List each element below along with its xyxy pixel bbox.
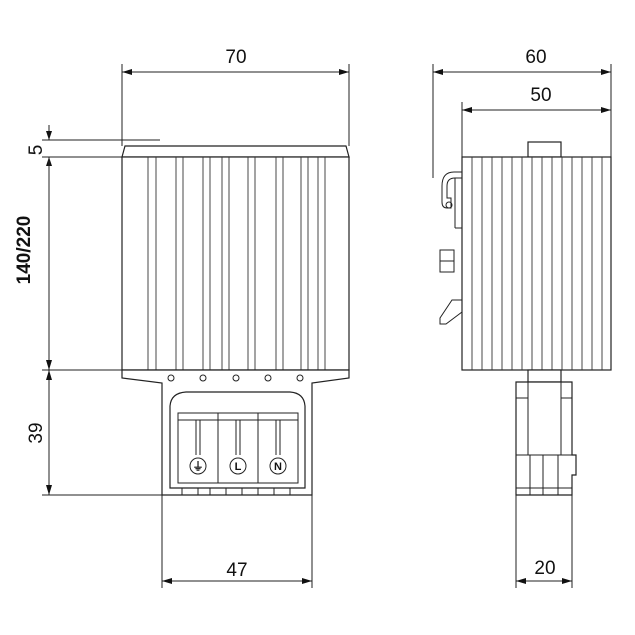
side-terminal-block bbox=[515, 369, 577, 496]
front-heatsink-body bbox=[121, 156, 350, 371]
dim-front-height: 140/220 bbox=[14, 216, 35, 285]
side-top-knob bbox=[527, 141, 562, 158]
front-terminal-block bbox=[169, 391, 306, 489]
dim-front-terminal-width: 47 bbox=[226, 560, 247, 581]
front-vent-holes bbox=[167, 374, 304, 382]
side-heatsink-body bbox=[461, 156, 612, 371]
front-terminal-housing bbox=[177, 412, 299, 484]
dim-front-width: 70 bbox=[225, 47, 246, 68]
front-fins bbox=[147, 157, 326, 370]
terminal-line-label: L bbox=[235, 461, 242, 473]
terminal-neutral-label: N bbox=[274, 461, 282, 473]
din-rail-clip bbox=[439, 171, 463, 325]
dim-front-terminal-height: 39 bbox=[26, 422, 47, 443]
front-top-cap bbox=[121, 145, 350, 158]
dim-side-total-width: 60 bbox=[525, 47, 546, 68]
dim-side-body-width: 50 bbox=[530, 85, 551, 106]
side-dimensions: 60 50 20 bbox=[432, 47, 612, 588]
dim-side-terminal-width: 20 bbox=[534, 558, 555, 579]
terminal-line: L bbox=[229, 457, 247, 475]
dim-front-top-gap: 5 bbox=[26, 145, 47, 156]
terminal-ground: ⏚ bbox=[189, 457, 207, 475]
front-dimensions: 70 5 140/220 39 47 bbox=[14, 47, 350, 588]
terminal-neutral: N bbox=[269, 457, 287, 475]
terminal-ground-label: ⏚ bbox=[193, 460, 204, 473]
front-terminal-tabs bbox=[181, 487, 291, 496]
front-view: ⏚ L N bbox=[121, 145, 350, 496]
side-fins bbox=[471, 157, 603, 370]
side-view bbox=[439, 141, 612, 496]
